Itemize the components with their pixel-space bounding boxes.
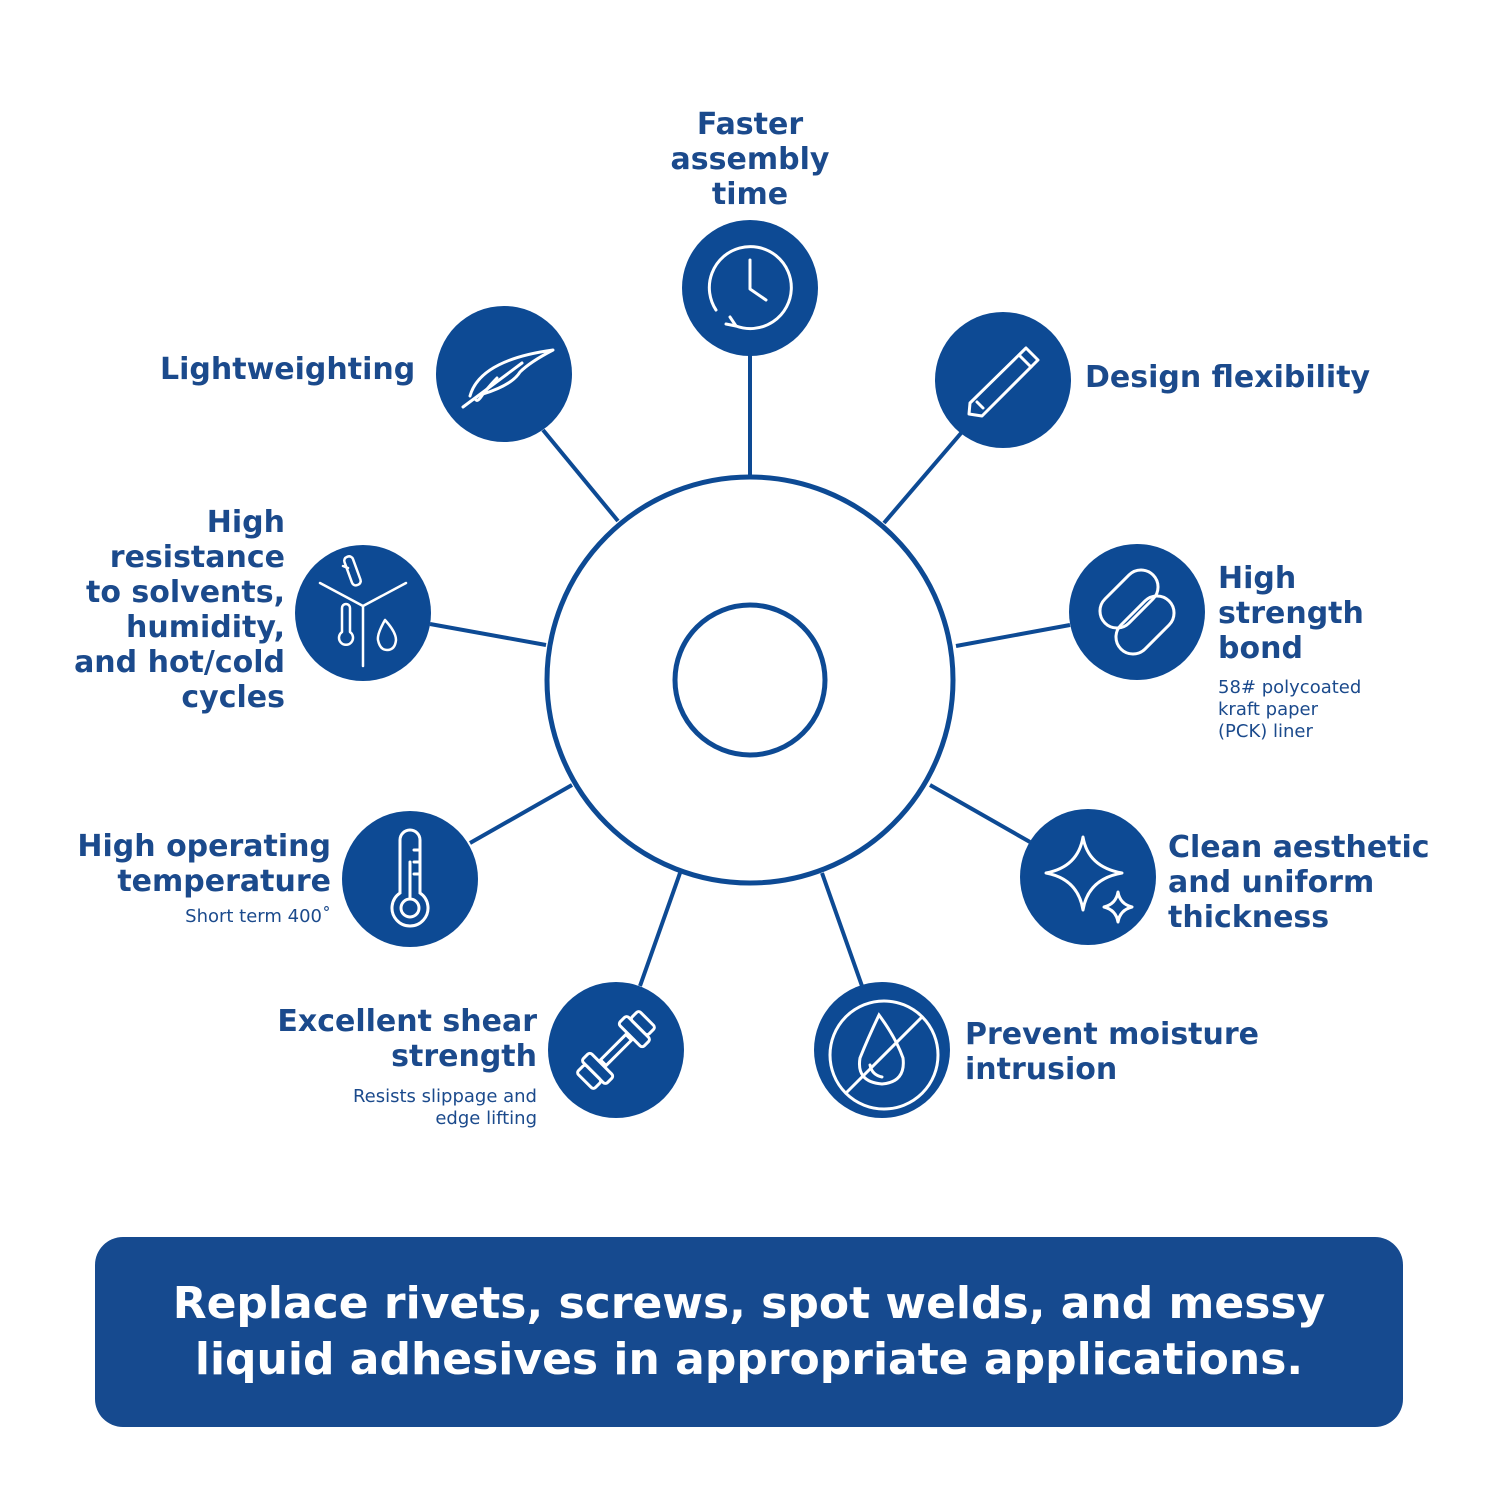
note-high-strength-bond: 58# polycoated kraft paper (PCK) liner [1218,677,1362,742]
label-high-resistance: High resistance to solvents, humidity, a… [74,505,285,715]
spoke-high-operating-temp [469,783,573,845]
clock-icon [682,220,818,356]
pencil-icon [935,312,1071,448]
callout-banner: Replace rivets, screws, spot welds, and … [95,1237,1403,1427]
sparkle-icon [1020,809,1156,945]
spoke-high-resistance [429,622,547,647]
note-high-operating-temp: Short term 400˚ [185,906,331,927]
spoke-high-strength-bond [955,623,1071,648]
chain-link-icon [1069,544,1205,680]
feather-icon [436,306,572,442]
tape-roll-core [672,602,828,758]
dumbbell-icon [548,982,684,1118]
spoke-prevent-moisture [820,872,864,987]
spoke-excellent-shear [638,872,682,987]
banner-text: Replace rivets, screws, spot welds, and … [172,1278,1326,1385]
solvent-humidity-temperature-icon [295,545,431,681]
label-high-strength-bond: High strength bond [1218,561,1364,666]
spoke-lightweighting [541,428,620,523]
spoke-lines [429,355,1071,987]
label-design-flexibility: Design flexibility [1085,360,1371,395]
label-excellent-shear: Excellent shear strength [277,1004,537,1074]
no-water-drop-icon [814,982,950,1118]
note-excellent-shear: Resists slippage and edge lifting [352,1086,537,1129]
thermometer-icon [342,811,478,947]
spoke-clean-aesthetic [929,783,1031,844]
label-high-operating-temp: High operating temperature [77,829,331,899]
label-faster-assembly: Faster assembly time [670,107,830,212]
spoke-design-flexibility [882,430,964,525]
label-prevent-moisture: Prevent moisture intrusion [965,1017,1260,1087]
label-clean-aesthetic: Clean aesthetic and uniform thickness [1168,830,1430,935]
label-lightweighting: Lightweighting [160,352,416,387]
